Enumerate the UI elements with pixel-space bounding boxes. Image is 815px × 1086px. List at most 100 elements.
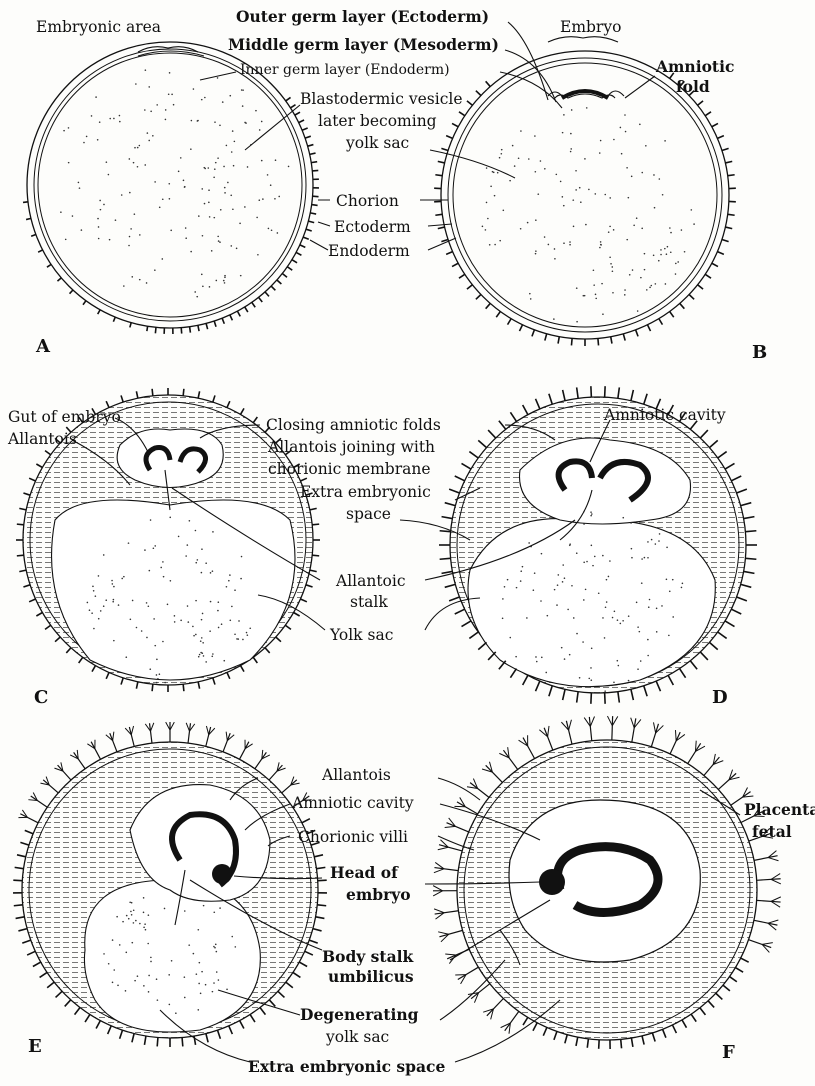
stipple-dot	[100, 610, 102, 612]
villus-branch	[269, 765, 282, 780]
stipple-dot	[160, 567, 162, 569]
stipple-dot	[198, 983, 200, 985]
villus-spike	[441, 148, 448, 150]
yolk-sac	[84, 880, 260, 1032]
stipple-dot	[573, 617, 575, 619]
stipple-dot	[238, 620, 240, 622]
stipple-dot	[143, 897, 145, 899]
stipple-dot	[193, 635, 195, 637]
endoderm-outline	[453, 63, 717, 327]
stipple-dot	[656, 608, 658, 610]
stipple-dot	[226, 586, 228, 588]
stipple-dot	[548, 244, 550, 246]
stipple-dot	[583, 599, 585, 601]
villus-spike	[737, 597, 747, 601]
villus-branch	[523, 738, 535, 759]
stipple-dot	[178, 171, 180, 173]
stipple-dot	[195, 634, 197, 636]
stipple-dot	[536, 661, 538, 663]
stipple-dot	[576, 321, 578, 323]
stipple-dot	[593, 284, 595, 286]
villus-spike	[213, 678, 215, 685]
stipple-dot	[640, 660, 642, 662]
stipple-dot	[240, 275, 242, 277]
villus-spike	[17, 555, 24, 556]
villus-spike	[260, 1008, 265, 1015]
stipple-dot	[145, 69, 147, 71]
stipple-dot	[592, 565, 594, 567]
stipple-dot	[168, 93, 170, 95]
stipple-dot	[645, 145, 647, 147]
villus-spike	[313, 929, 322, 931]
stipple-dot	[670, 232, 672, 234]
stipple-dot	[649, 599, 651, 601]
stipple-dot	[624, 294, 626, 296]
stipple-dot	[554, 248, 556, 250]
panel-label-b: B	[752, 342, 767, 363]
stipple-dot	[569, 241, 571, 243]
stipple-dot	[212, 991, 214, 993]
villus-spike	[57, 278, 61, 281]
villus-spike	[312, 170, 318, 171]
villus-spike	[523, 675, 528, 685]
stipple-dot	[582, 641, 584, 643]
panel-label-f: F	[722, 1042, 735, 1063]
label-allantoic-stalk-1: Allantoic	[335, 572, 406, 590]
villus-branch	[458, 967, 479, 979]
villus-spike	[132, 1034, 134, 1043]
villus-spike	[316, 917, 325, 919]
label-embryo: Embryo	[560, 18, 621, 36]
stipple-dot	[675, 273, 677, 275]
stipple-dot	[87, 602, 89, 604]
stipple-dot	[631, 548, 633, 550]
label-endoderm: Endoderm	[328, 242, 410, 260]
stipple-dot	[509, 180, 511, 182]
villus-spike	[735, 968, 743, 973]
stipple-dot	[246, 632, 248, 634]
stipple-dot	[588, 189, 590, 191]
stipple-dot	[146, 282, 148, 284]
villus-spike	[717, 252, 723, 255]
stipple-dot	[106, 161, 108, 163]
stipple-dot	[628, 615, 630, 617]
stipple-dot	[103, 204, 105, 206]
stipple-dot	[622, 620, 624, 622]
villus-spike	[737, 489, 747, 493]
villus-spike	[728, 214, 735, 215]
stipple-dot	[230, 245, 232, 247]
villus-spike	[611, 337, 612, 344]
villus-spike	[65, 1000, 71, 1007]
villus-spike	[455, 476, 465, 481]
stipple-dot	[219, 124, 221, 126]
stipple-dot	[148, 991, 150, 993]
villus-branch	[74, 752, 85, 768]
villus-spike	[577, 692, 578, 703]
villus-twig	[166, 722, 170, 730]
stipple-dot	[60, 211, 62, 213]
villus-spike	[440, 531, 451, 532]
villus-spike	[306, 229, 312, 231]
stipple-dot	[590, 511, 592, 513]
stipple-dot	[122, 921, 124, 923]
stipple-dot	[205, 661, 207, 663]
stipple-dot	[599, 247, 601, 249]
villus-spike	[725, 463, 734, 469]
villus-spike	[478, 642, 486, 649]
stipple-dot	[128, 918, 130, 920]
villus-spike	[155, 327, 156, 333]
stipple-dot	[130, 228, 132, 230]
stipple-dot	[535, 656, 537, 658]
villus-spike	[38, 250, 42, 252]
stipple-dot	[213, 911, 215, 913]
villus-spike	[486, 303, 491, 308]
villus-spike	[310, 213, 316, 214]
villus-spike	[312, 205, 318, 206]
stipple-dot	[606, 601, 608, 603]
villus-spike	[618, 387, 619, 398]
stipple-dot	[595, 294, 597, 296]
stipple-dot	[99, 200, 101, 202]
stipple-dot	[207, 167, 209, 169]
villus-spike	[446, 136, 452, 139]
villus-spike	[22, 940, 30, 943]
villus-spike	[717, 136, 723, 139]
